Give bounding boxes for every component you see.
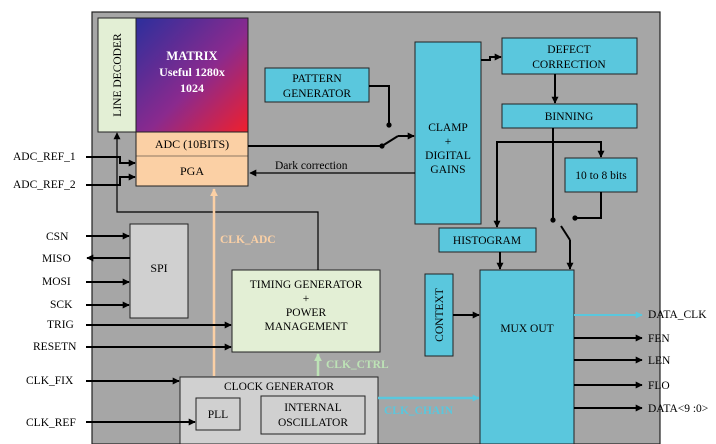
svg-text:DATA_CLK: DATA_CLK — [648, 309, 707, 321]
pattern-to-switch-wire — [369, 85, 390, 125]
svg-text:DATA<9 :0>: DATA<9 :0> — [648, 403, 708, 415]
input-trig: TRIG — [47, 319, 232, 331]
input-csn: CSN — [46, 231, 130, 243]
clock-generator-label: CLOCK GENERATOR — [224, 381, 334, 393]
binning-to-bitreduce-wire — [553, 141, 605, 158]
oscillator-label-2: OSCILLATOR — [278, 417, 348, 429]
output-data-clk: DATA_CLK — [574, 309, 707, 321]
svg-text:LEN: LEN — [648, 355, 671, 367]
input-sck: SCK — [50, 299, 130, 311]
timing-label-3: POWER — [286, 307, 327, 319]
pga-label: PGA — [180, 164, 204, 178]
adc-label: ADC (10BITS) — [155, 137, 229, 151]
output-data-bus: DATA<9 :0> — [574, 403, 708, 415]
svg-text:CSN: CSN — [46, 231, 69, 243]
dark-correction-label: Dark correction — [275, 160, 348, 172]
svg-text:CLK_FIX: CLK_FIX — [26, 375, 74, 387]
timing-label-1: TIMING GENERATOR — [250, 279, 363, 291]
input-adc-ref-1: ADC_REF_1 — [13, 151, 136, 167]
input-clk-ref: CLK_REF — [26, 417, 196, 429]
clamp-gains-block — [414, 41, 482, 225]
defect-label-1: DEFECT — [547, 44, 590, 56]
timing-label-2: + — [303, 293, 310, 305]
adc-pga-block — [135, 131, 249, 187]
bit-select-switch — [560, 225, 571, 241]
svg-text:FEN: FEN — [648, 333, 670, 345]
matrix-subtitle: Useful 1280x — [159, 65, 225, 79]
mux-out-label: MUX OUT — [500, 323, 553, 335]
clk-ctrl-label: CLK_CTRL — [326, 359, 389, 371]
input-clk-fix: CLK_FIX — [26, 375, 180, 387]
clk-adc-label: CLK_ADC — [220, 234, 276, 246]
line-decoder-label: LINE DECODER — [112, 33, 124, 117]
binning-label: BINNING — [545, 111, 594, 123]
line-decoder-block — [97, 17, 137, 133]
pga-to-decoder-wire — [113, 132, 319, 270]
input-mosi: MOSI — [42, 276, 130, 288]
histogram-block — [438, 227, 537, 253]
svg-text:MOSI: MOSI — [42, 276, 71, 288]
output-miso: MISO — [42, 253, 130, 265]
adc-clamp-switch — [381, 135, 399, 147]
pattern-label-1: PATTERN — [292, 73, 342, 85]
matrix-title: MATRIX — [166, 49, 217, 63]
binning-to-histogram-wire — [493, 128, 554, 228]
output-flo: FLO — [574, 380, 670, 392]
svg-text:TRIG: TRIG — [47, 319, 74, 331]
clk-chain-label: CLK_CHAIN — [384, 405, 454, 417]
pll-block — [195, 397, 241, 431]
svg-text:MISO: MISO — [42, 253, 71, 265]
output-len: LEN — [574, 355, 671, 367]
spi-block — [129, 223, 189, 319]
timing-generator-block — [231, 269, 381, 353]
bitreduce-to-switch-wire — [575, 192, 602, 219]
clamp-to-defect-wire — [481, 53, 502, 61]
svg-text:ADC_REF_1: ADC_REF_1 — [13, 151, 76, 163]
svg-text:RESETN: RESETN — [33, 341, 77, 353]
oscillator-label-1: INTERNAL — [284, 402, 342, 414]
output-fen: FEN — [574, 333, 670, 345]
pattern-label-2: GENERATOR — [283, 88, 351, 100]
clamp-label-4: GAINS — [430, 164, 465, 176]
svg-text:ADC_REF_2: ADC_REF_2 — [13, 179, 76, 191]
svg-text:SCK: SCK — [50, 299, 73, 311]
oscillator-block — [260, 395, 366, 435]
input-adc-ref-2: ADC_REF_2 — [13, 173, 136, 191]
histogram-label: HISTOGRAM — [453, 235, 521, 247]
timing-label-4: MANAGEMENT — [264, 321, 347, 333]
pll-label: PLL — [208, 409, 228, 421]
input-resetn: RESETN — [33, 341, 232, 353]
spi-label: SPI — [150, 261, 167, 275]
clamp-label-2: + — [445, 136, 452, 148]
svg-text:FLO: FLO — [648, 380, 670, 392]
bit-reduction-label: 10 to 8 bits — [575, 170, 627, 182]
clamp-label-1: CLAMP — [428, 122, 468, 134]
defect-correction-block — [501, 37, 638, 75]
svg-text:CLK_REF: CLK_REF — [26, 417, 76, 429]
bit-reduction-block — [564, 157, 638, 193]
defect-label-2: CORRECTION — [532, 59, 606, 71]
mux-out-block — [479, 269, 575, 444]
matrix-subtitle-2: 1024 — [180, 81, 204, 95]
clamp-label-3: DIGITAL — [425, 150, 471, 162]
binning-block — [501, 103, 638, 129]
context-label: CONTEXT — [434, 288, 446, 342]
